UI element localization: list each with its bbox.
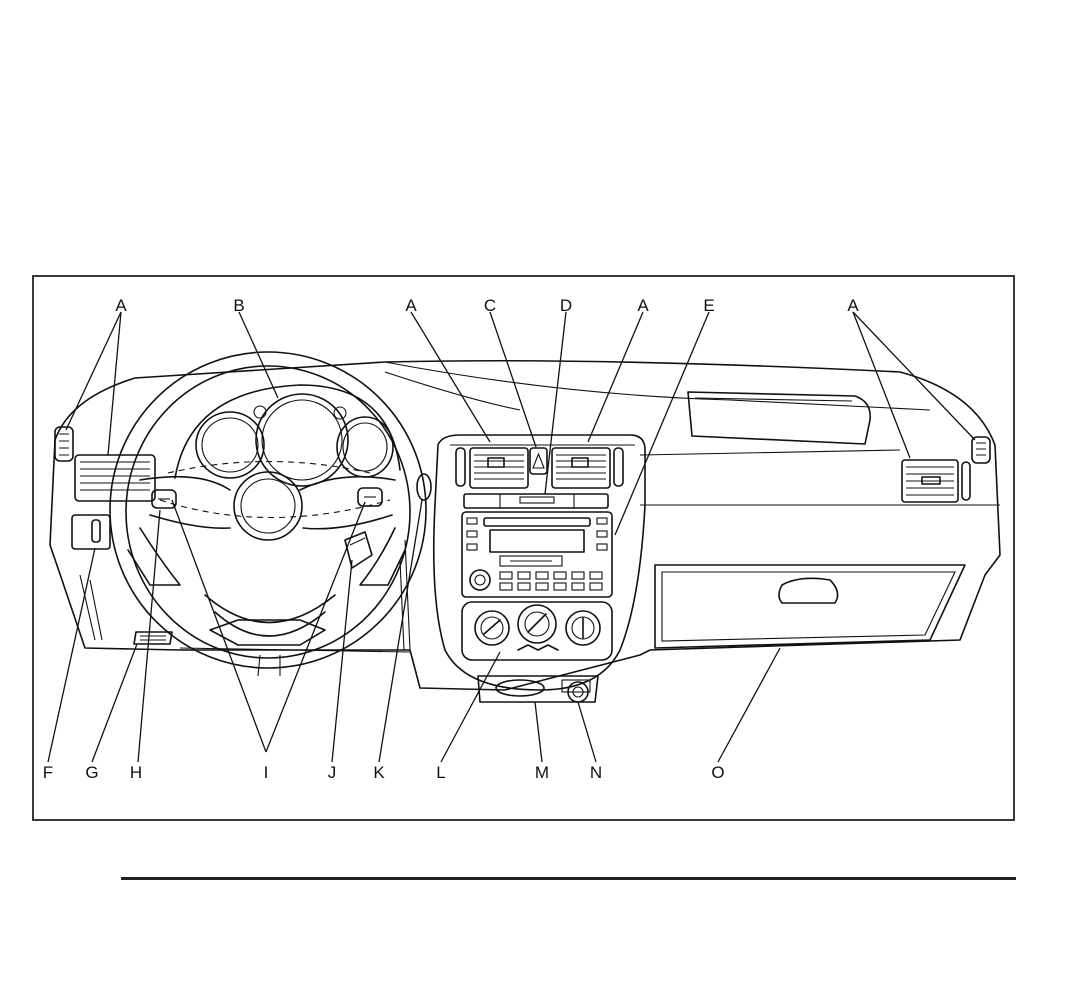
callout-i: I — [264, 763, 269, 782]
callout-n: N — [590, 763, 602, 782]
center-stack — [432, 434, 646, 691]
indicator-strip — [463, 493, 609, 509]
callout-g: G — [85, 763, 98, 782]
callout-b: B — [233, 296, 244, 315]
callout-j: J — [328, 763, 337, 782]
callout-a-left: A — [115, 296, 127, 315]
cruise-control-lever — [344, 531, 373, 569]
hood-release — [133, 631, 173, 645]
callout-a-center-left: A — [405, 296, 417, 315]
ignition-switch — [416, 473, 432, 501]
steering-wheel — [109, 351, 427, 677]
steering-wheel-controls — [151, 487, 383, 509]
side-vent-right — [971, 436, 991, 464]
callout-c: C — [484, 296, 496, 315]
callout-f: F — [43, 763, 53, 782]
climate-controls — [461, 601, 613, 661]
callout-m: M — [535, 763, 549, 782]
callout-h: H — [130, 763, 142, 782]
headlamp-switch — [71, 514, 111, 550]
bottom-rule — [121, 877, 1016, 880]
hazard-warning-button — [529, 447, 548, 475]
diagram-frame — [32, 275, 1015, 821]
callout-d: D — [560, 296, 572, 315]
callout-o: O — [711, 763, 724, 782]
glove-box — [654, 564, 966, 649]
dashboard-outline — [49, 359, 1001, 691]
callout-a-center-right: A — [637, 296, 649, 315]
callout-l: L — [436, 763, 445, 782]
air-vent-left — [74, 454, 156, 502]
instrument-cluster — [174, 384, 401, 487]
air-vent-center-right — [551, 447, 624, 489]
callout-k: K — [373, 763, 385, 782]
callout-e: E — [703, 296, 714, 315]
air-vent-center-left — [455, 447, 529, 489]
leader-lines — [47, 311, 976, 763]
side-vent-left — [54, 426, 74, 462]
audio-system — [461, 511, 613, 598]
air-vent-right — [901, 459, 971, 503]
storage-bin — [477, 675, 599, 703]
accessory-power-outlet — [561, 679, 591, 703]
callout-labels: A B A C D A E A F G H I J K L M N O — [43, 296, 860, 782]
callout-a-right: A — [847, 296, 859, 315]
upper-display-panel — [687, 391, 872, 445]
